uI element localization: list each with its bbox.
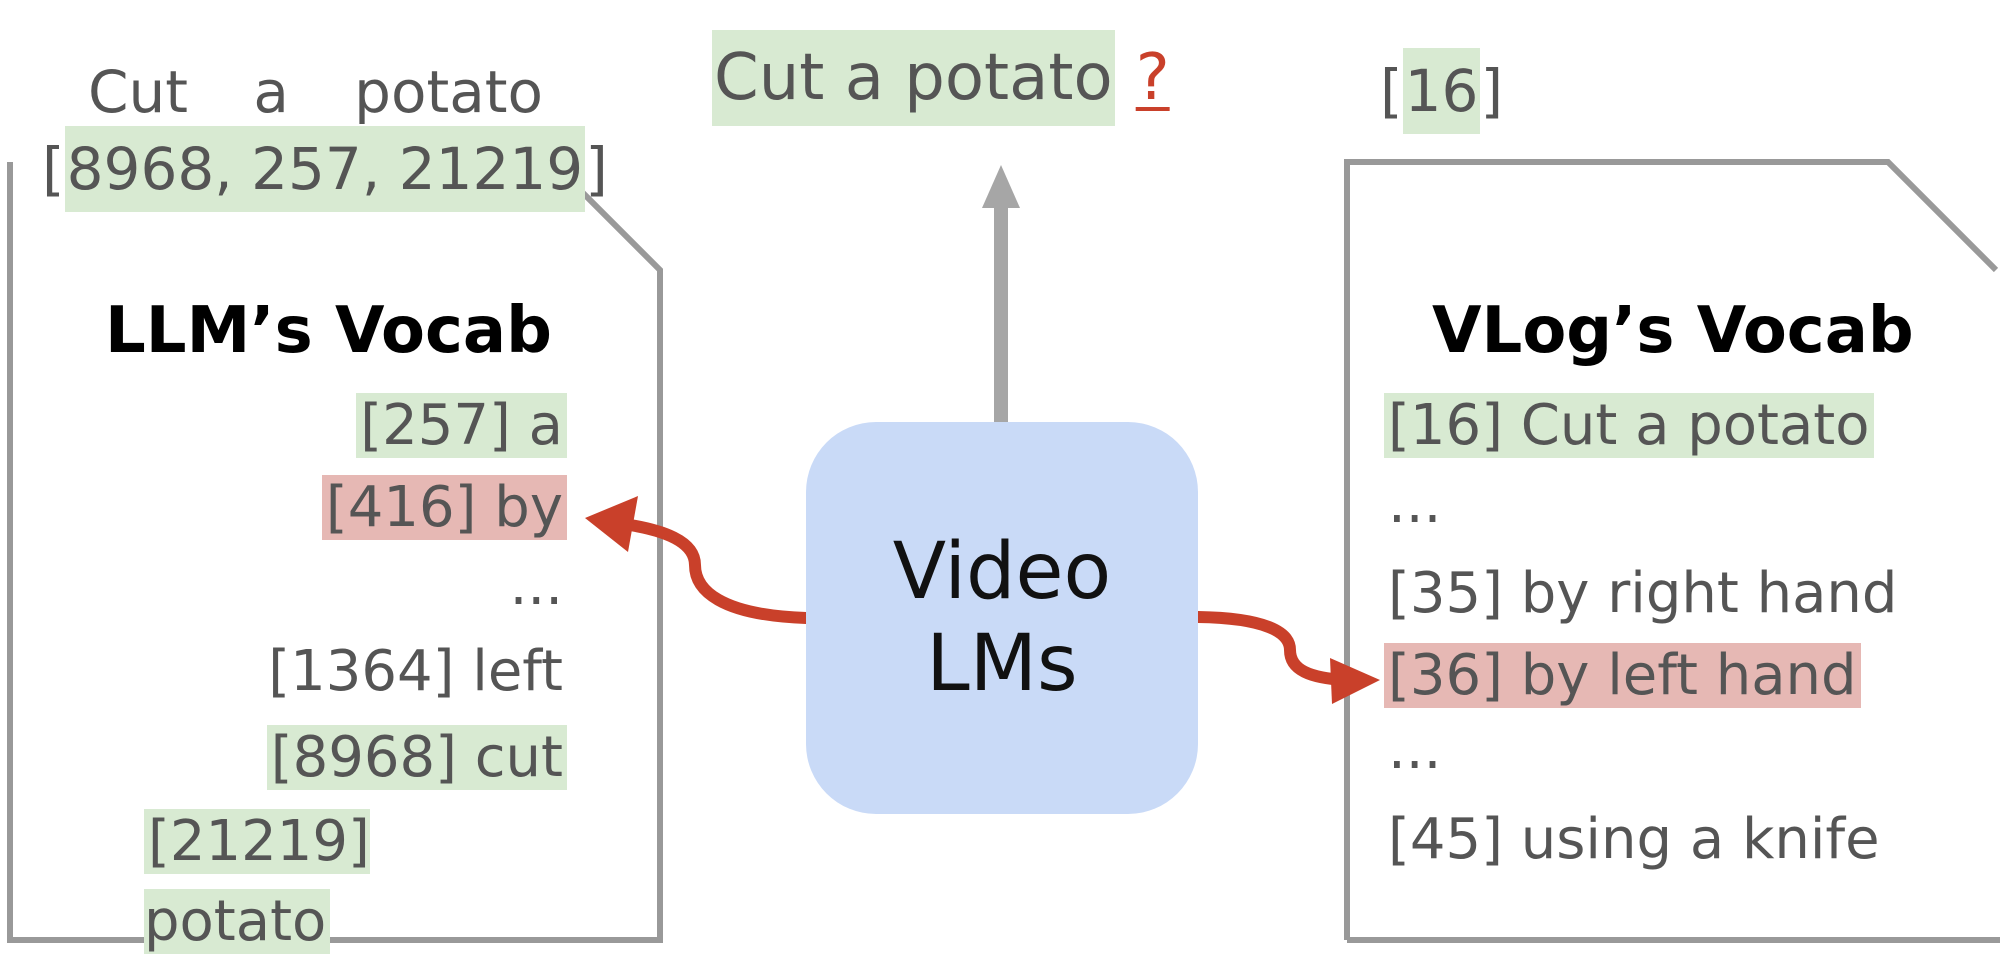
left-vocab-entry-text: [8968] cut bbox=[266, 725, 567, 790]
left-panel-outline bbox=[7, 159, 663, 943]
left-vocab-entry: [8968] cut bbox=[263, 718, 571, 798]
right-token-id-text: 16 bbox=[1402, 48, 1481, 134]
video-lms-line1: Video bbox=[892, 526, 1112, 617]
left-vocab-entry: [416] by bbox=[318, 468, 571, 548]
left-token-ids-text: 8968, 257, 21219 bbox=[64, 126, 586, 212]
right-close-bracket: ] bbox=[1480, 57, 1504, 125]
left-word-1: Cut bbox=[88, 58, 188, 126]
right-vocab-entry-text: ... bbox=[1388, 471, 1442, 536]
left-word-2: a bbox=[253, 58, 289, 126]
left-vocab-entry-text: ... bbox=[509, 553, 563, 618]
left-panel-title: LLM’s Vocab bbox=[105, 294, 552, 368]
right-panel-title: VLog’s Vocab bbox=[1432, 294, 1914, 368]
right-panel-outline bbox=[1344, 159, 1999, 940]
left-token-ids: [8968, 257, 21219] bbox=[42, 126, 608, 212]
right-token-id: [16] bbox=[1380, 48, 1503, 134]
left-vocab-entry: [1364] left bbox=[260, 632, 571, 712]
question-mark: ? bbox=[1135, 41, 1170, 115]
left-vocab-entry: ... bbox=[502, 546, 571, 626]
right-red-arrow bbox=[1192, 611, 1380, 704]
right-vocab-entry: [45] using a knife bbox=[1380, 800, 1888, 880]
left-word-row: Cut a potato bbox=[88, 58, 543, 126]
left-word-3: potato bbox=[354, 58, 543, 126]
left-vocab-entry-text: [416] by bbox=[321, 475, 567, 540]
right-vocab-entry: [36] by left hand bbox=[1380, 636, 1865, 716]
right-vocab-entry-text: [35] by right hand bbox=[1388, 561, 1898, 626]
left-vocab-entry-text: [257] a bbox=[356, 393, 567, 458]
right-vocab-entry-text: [45] using a knife bbox=[1388, 807, 1880, 872]
right-vocab-entry-text: [16] Cut a potato bbox=[1384, 393, 1874, 458]
right-vocab-entry: ... bbox=[1380, 710, 1449, 790]
left-vocab-entry-text: [1364] left bbox=[268, 639, 563, 704]
left-vocab-entry: [21219] potato bbox=[140, 802, 571, 962]
right-vocab-entry-text: [36] by left hand bbox=[1384, 643, 1861, 708]
right-open-bracket: [ bbox=[1380, 57, 1403, 125]
left-close-bracket: ] bbox=[585, 135, 608, 203]
left-open-bracket: [ bbox=[42, 135, 65, 203]
top-caption-text: Cut a potato bbox=[712, 30, 1115, 126]
left-vocab-entry: [257] a bbox=[352, 386, 571, 466]
right-vocab-entry-text: ... bbox=[1388, 717, 1442, 782]
right-vocab-entry: ... bbox=[1380, 464, 1449, 544]
right-vocab-entry: [35] by right hand bbox=[1380, 554, 1905, 634]
left-vocab-entry-text: [21219] potato bbox=[144, 809, 370, 954]
video-lms-box: Video LMs bbox=[806, 422, 1198, 814]
right-vocab-entry: [16] Cut a potato bbox=[1380, 386, 1878, 466]
top-caption: Cut a potato ? bbox=[712, 30, 1170, 126]
left-red-arrow bbox=[585, 496, 812, 624]
video-lms-line2: LMs bbox=[926, 619, 1078, 709]
up-arrow bbox=[982, 165, 1020, 423]
